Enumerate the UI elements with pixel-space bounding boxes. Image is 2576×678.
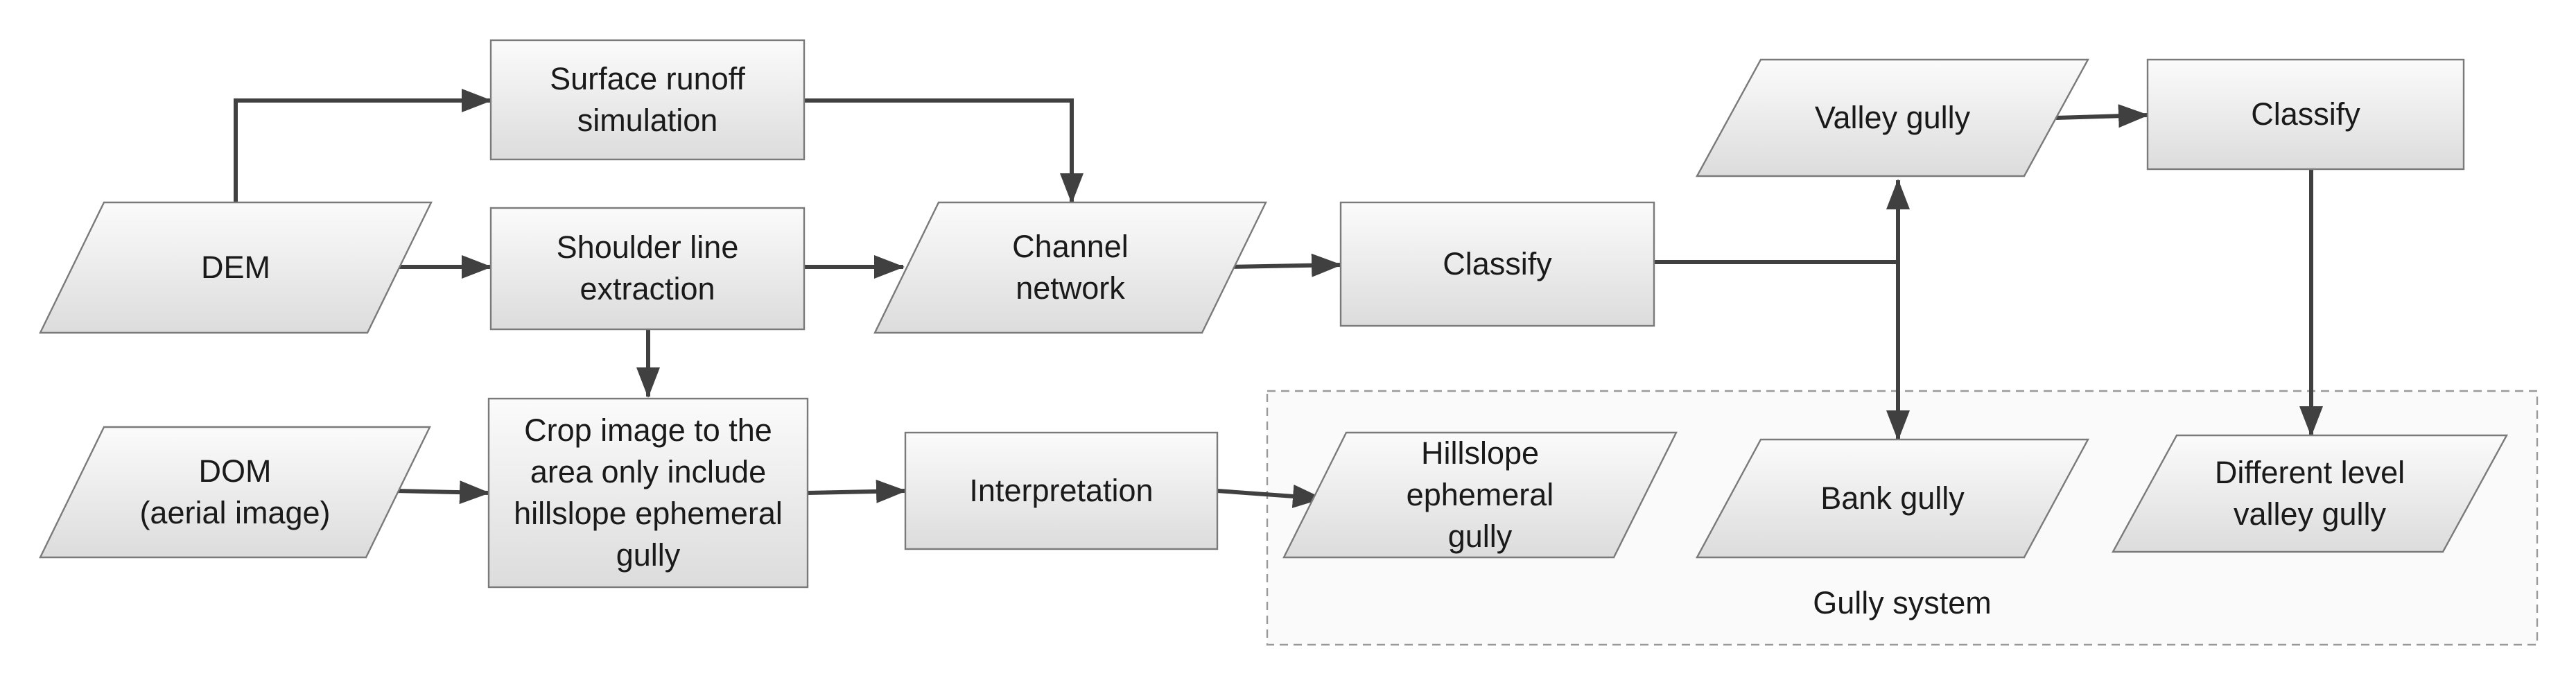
node-interpretation: Interpretation: [904, 431, 1219, 550]
node-classify-1: Classify: [1339, 201, 1655, 327]
different-level-shape: [2111, 434, 2509, 553]
arrow-crop-image-to-interpretation: [807, 479, 907, 503]
classify-1-label: Classify: [1443, 246, 1552, 281]
classify-2-shape: [2146, 58, 2465, 171]
hillslope-gully-label: Hillslope ephemeral gully: [1407, 435, 1554, 554]
node-label-line: network: [1016, 270, 1125, 306]
channel-network-label: Channel network: [1012, 229, 1129, 306]
node-label-line: gully: [616, 537, 681, 573]
node-shoulder-line-extraction: Shoulder line extraction: [489, 207, 806, 331]
arrow-dem-to-surface-runoff: [234, 89, 492, 205]
node-bank-gully: Bank gully: [1695, 438, 2090, 559]
node-label-line: Surface runoff: [550, 61, 745, 96]
node-label-line: gully: [1448, 519, 1513, 554]
node-label-line: area only include: [530, 454, 766, 489]
node-label-line: Classify: [1443, 246, 1552, 281]
node-label-line: Hillslope: [1421, 435, 1539, 471]
dem-label: DEM: [201, 250, 270, 285]
surface-runoff-label: Surface runoff simulation: [550, 61, 745, 138]
node-label-line: DEM: [201, 250, 270, 285]
node-label-line: Shoulder line: [557, 229, 739, 265]
dom-label: DOM (aerial image): [139, 453, 330, 530]
node-label-line: ephemeral: [1407, 477, 1554, 512]
node-different-level-valley-gully: Different level valley gully: [2111, 434, 2509, 553]
arrow-surface-runoff-to-channel-network: [804, 98, 1084, 204]
bank-gully-label: Bank gully: [1820, 480, 1965, 516]
node-label-line: Valley gully: [1815, 100, 1971, 135]
shoulder-line-label: Shoulder line extraction: [557, 229, 739, 306]
node-label-line: DOM: [199, 453, 272, 489]
node-valley-gully: Valley gully: [1695, 58, 2090, 177]
classify-2-label: Classify: [2251, 96, 2360, 132]
node-surface-runoff-simulation: Surface runoff simulation: [489, 39, 806, 161]
node-label-line: valley gully: [2234, 496, 2387, 532]
node-label-line: extraction: [580, 271, 715, 306]
node-label-line: hillslope ephemeral: [514, 496, 783, 531]
node-dom-aerial-image: DOM (aerial image): [39, 426, 431, 559]
node-channel-network: Channel network: [873, 201, 1267, 334]
node-hillslope-ephemeral-gully: Hillslope ephemeral gully: [1282, 431, 1678, 559]
arrow-valley-gully-to-classify: [2055, 104, 2149, 128]
shoulder-line-shape: [489, 207, 806, 331]
dem-shape: [39, 201, 433, 334]
arrow-interpretation-to-hillslope-gully: [1217, 484, 1323, 508]
valley-gully-label: Valley gully: [1815, 100, 1971, 135]
node-label-line: (aerial image): [139, 495, 330, 530]
crop-image-label: Crop image to the area only include hillsl…: [514, 412, 783, 573]
bank-gully-shape: [1695, 438, 2090, 559]
node-label-line: Bank gully: [1820, 480, 1965, 516]
node-dem: DEM: [39, 201, 433, 334]
interpretation-label: Interpretation: [969, 473, 1153, 508]
classify-1-shape: [1339, 201, 1655, 327]
node-label-line: Interpretation: [969, 473, 1153, 508]
different-level-label: Different level valley gully: [2215, 455, 2405, 532]
hillslope-gully-shape: [1282, 431, 1678, 559]
node-label-line: Different level: [2215, 455, 2405, 490]
arrow-channel-network-to-classify: [1228, 253, 1342, 277]
gully-system-label: Gully system: [1813, 585, 1992, 620]
node-classify-2: Classify: [2146, 58, 2465, 171]
node-crop-image: Crop image to the area only include hillsl…: [487, 397, 809, 589]
connectors: [234, 89, 2323, 508]
surface-runoff-shape: [489, 39, 806, 161]
channel-network-shape: [873, 201, 1267, 334]
arrow-dom-to-crop-image: [394, 480, 490, 505]
node-label-line: simulation: [577, 103, 718, 138]
dom-shape: [39, 426, 431, 559]
valley-gully-shape: [1695, 58, 2090, 177]
node-label-line: Classify: [2251, 96, 2360, 132]
node-label-line: Crop image to the: [524, 412, 772, 448]
interpretation-shape: [904, 431, 1219, 550]
crop-image-shape: [487, 397, 809, 589]
node-label-line: Channel: [1012, 229, 1129, 264]
